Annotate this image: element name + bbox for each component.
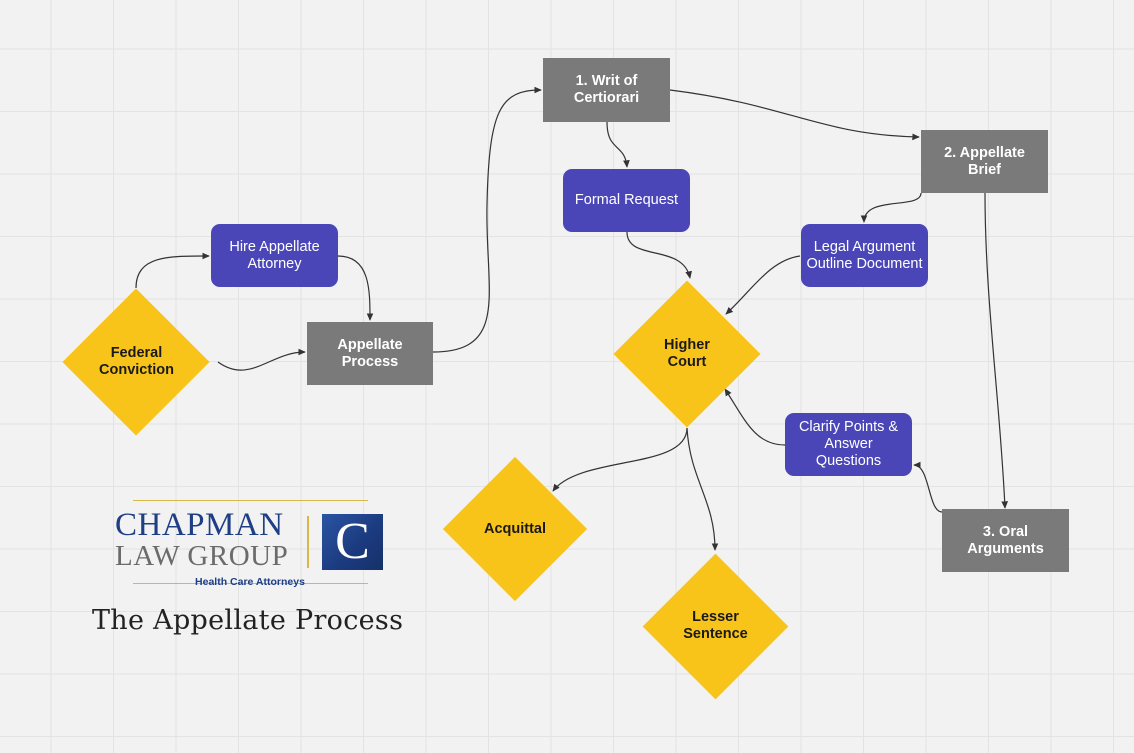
- connector-conviction-to-process: [217, 348, 306, 371]
- logo-rule-top: [133, 500, 368, 501]
- node-label-line: 2. Appellate: [944, 144, 1025, 161]
- connector-brief-to-legal: [860, 192, 922, 223]
- node-label-line: Certiorari: [573, 90, 640, 106]
- connector-clarify-to-court: [724, 388, 786, 446]
- logo-mark: C: [322, 514, 383, 570]
- node-label-line: Outline Document: [806, 255, 923, 272]
- connector-formal-to-court: [626, 231, 692, 279]
- node-label-line: Appellate: [337, 336, 403, 353]
- node-label-line: Sentence: [683, 626, 748, 642]
- node-label-line: 3. Oral: [982, 523, 1029, 540]
- node-label-line: Answer: [824, 436, 873, 452]
- node-label-line: Legal Argument: [813, 238, 916, 255]
- node-label-line: Acquittal: [483, 520, 547, 537]
- connector-conviction-to-hire: [135, 252, 210, 289]
- node-label-line: Formal Request: [574, 192, 679, 208]
- node-label-line: Hire Appellate: [229, 238, 320, 255]
- node-label-line: Arguments: [967, 540, 1044, 557]
- connector-writ-to-brief: [669, 89, 920, 141]
- node-label-line: 1. Writ of: [575, 73, 638, 89]
- company-logo: CHAPMAN LAW GROUP C Health Care Attorney…: [115, 500, 383, 590]
- node-label-line: Questions: [815, 453, 882, 469]
- node-label-line: Lesser: [692, 609, 739, 625]
- connector-court-to-acquittal: [552, 427, 688, 492]
- connector-brief-to-oral: [984, 192, 1009, 509]
- node-label-line: Clarify Points &: [798, 419, 899, 435]
- outcome-acquittal: Acquittal: [442, 455, 588, 603]
- connector-writ-to-formal: [606, 121, 630, 168]
- logo-name-line2: LAW GROUP: [115, 540, 289, 572]
- connector-hire-to-process: [337, 255, 374, 321]
- node-label-line: Court: [667, 354, 707, 370]
- node-label-line: Higher: [664, 337, 710, 353]
- logo-name-line1: CHAPMAN: [115, 507, 284, 543]
- task-formal-request: Formal Request: [563, 169, 690, 232]
- logo-rule-bottom: [133, 583, 368, 584]
- connector-process-to-writ: [432, 86, 542, 353]
- node-label-line: Brief: [967, 161, 1002, 178]
- node-label-line: Federal: [110, 345, 163, 361]
- logo-tagline: Health Care Attorneys: [195, 576, 305, 588]
- connector-court-to-lesser: [686, 427, 719, 551]
- connector-oral-to-clarify: [913, 461, 943, 513]
- diagram-title: The Appellate Process: [92, 605, 404, 636]
- node-label-line: Attorney: [247, 255, 302, 272]
- connector-legal-to-court: [725, 255, 801, 315]
- logo-divider: [307, 516, 309, 568]
- node-label-line: Process: [341, 353, 399, 370]
- node-label-line: Conviction: [99, 362, 174, 378]
